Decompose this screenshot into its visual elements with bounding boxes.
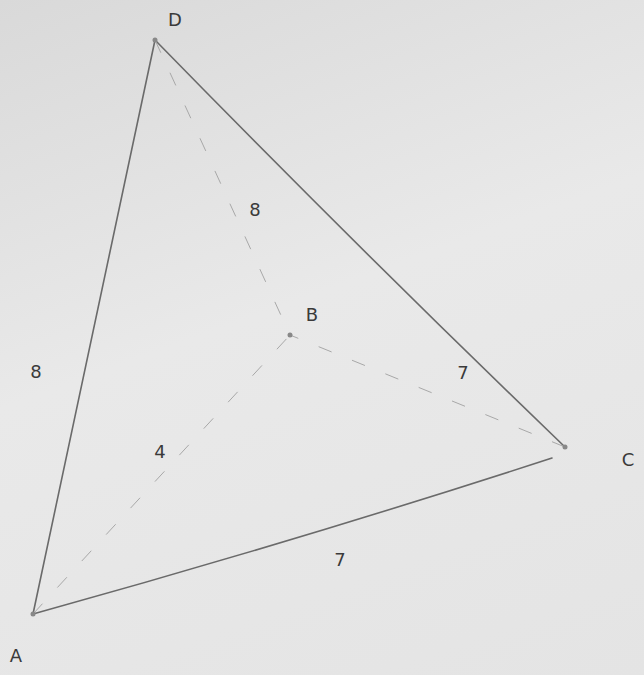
length-label: 7 xyxy=(457,364,468,382)
side-ac xyxy=(33,458,552,614)
triangle-outline xyxy=(33,40,565,614)
length-label: 4 xyxy=(154,443,165,461)
vertex-label: C xyxy=(622,451,635,469)
line-ab xyxy=(33,335,290,614)
line-cb xyxy=(290,335,565,447)
line-db xyxy=(155,40,290,335)
inner-lines xyxy=(33,40,565,614)
point-dot xyxy=(288,333,293,338)
vertex-dot xyxy=(153,38,158,43)
side-dc xyxy=(155,40,565,447)
side-da xyxy=(33,40,155,614)
length-label: 8 xyxy=(30,363,41,381)
vertex-dot xyxy=(31,612,36,617)
length-label: 8 xyxy=(249,201,260,219)
vertex-dot xyxy=(563,445,568,450)
vertex-label: A xyxy=(10,647,22,665)
vertex-label: D xyxy=(168,11,182,29)
vertex-points xyxy=(31,38,568,617)
vertex-label: B xyxy=(306,306,318,324)
length-label: 7 xyxy=(334,551,345,569)
